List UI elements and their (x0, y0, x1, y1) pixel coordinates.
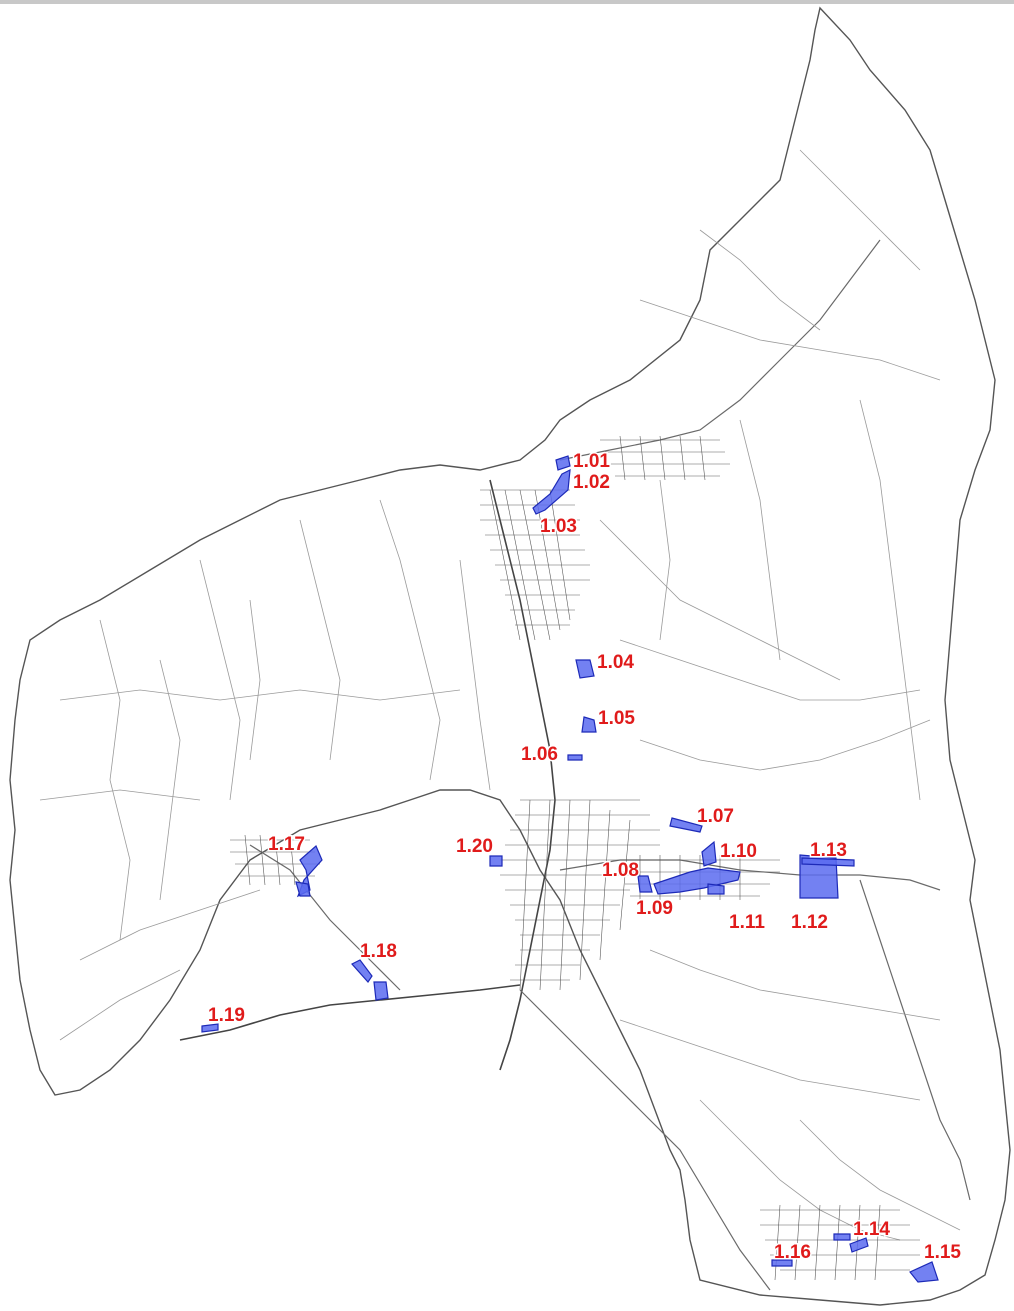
zone-1-05-area[interactable] (581, 716, 597, 733)
zone-1-06-area[interactable] (567, 754, 583, 761)
zone-1-14b-area[interactable] (849, 1237, 869, 1253)
zone-label-1-17: 1.17 (268, 834, 305, 855)
zone-label-1-06: 1.06 (521, 744, 558, 765)
road-west (179, 984, 521, 1041)
zone-label-1-08: 1.08 (602, 860, 639, 881)
parcel-lines (39, 149, 961, 1241)
zone-label-1-11: 1.11 (729, 912, 765, 933)
zone-1-20-area[interactable] (489, 855, 503, 867)
zone-label-1-09: 1.09 (636, 898, 673, 919)
zone-label-1-20: 1.20 (456, 836, 493, 857)
zone-1-07-area[interactable] (669, 817, 703, 833)
zone-1-18-area[interactable] (351, 959, 373, 983)
dense-settlement-west (230, 834, 320, 886)
zone-label-1-10: 1.10 (720, 841, 757, 862)
zone-1-16-area[interactable] (771, 1259, 793, 1267)
zone-1-09-area[interactable] (653, 867, 741, 895)
zone-1-10-area[interactable] (701, 840, 717, 867)
road-west-village (249, 844, 401, 991)
zone-1-15-area[interactable] (909, 1261, 939, 1283)
zone-label-1-12: 1.12 (791, 912, 828, 933)
zone-1-18b-area[interactable] (373, 981, 389, 1001)
zone-1-12-area[interactable] (799, 854, 839, 899)
zone-label-1-04: 1.04 (597, 652, 634, 673)
zone-1-11-area[interactable] (707, 883, 725, 895)
zone-label-1-05: 1.05 (598, 708, 635, 729)
dense-settlement-center (500, 799, 660, 991)
zone-1-08-area[interactable] (637, 875, 653, 893)
zone-1-19-area[interactable] (201, 1023, 219, 1033)
main-road (489, 479, 556, 1071)
zone-1-17b-area[interactable] (295, 881, 311, 897)
zone-label-1-19: 1.19 (208, 1005, 245, 1026)
zone-1-04-area[interactable] (575, 659, 595, 679)
zone-label-1-15: 1.15 (924, 1242, 961, 1263)
zone-label-1-01: 1.01 (573, 451, 610, 472)
zone-1-13-area[interactable] (801, 857, 855, 867)
zone-label-1-14: 1.14 (853, 1219, 890, 1240)
zone-label-1-16: 1.16 (774, 1242, 811, 1263)
zone-1-14-area[interactable] (833, 1233, 851, 1241)
zone-label-1-03: 1.03 (540, 516, 577, 537)
zone-1-02-area[interactable] (532, 468, 571, 515)
dense-settlement-north (480, 489, 590, 641)
top-border (0, 0, 1014, 4)
development-zones (201, 455, 939, 1283)
zone-label-1-13: 1.13 (810, 840, 847, 861)
zone-1-01-area[interactable] (555, 455, 571, 471)
zone-labels: 1.01 1.02 1.03 1.04 1.05 1.06 1.07 1.08 … (207, 450, 963, 1265)
zone-label-1-02: 1.02 (573, 472, 610, 493)
municipality-boundary (9, 6, 1011, 1306)
road-north (559, 239, 881, 461)
zone-label-1-07: 1.07 (697, 806, 734, 827)
road-southeast (519, 989, 771, 1291)
road-southeast-valley (859, 879, 971, 1201)
dense-settlement-northeast (600, 435, 730, 481)
zone-label-1-18: 1.18 (360, 941, 397, 962)
